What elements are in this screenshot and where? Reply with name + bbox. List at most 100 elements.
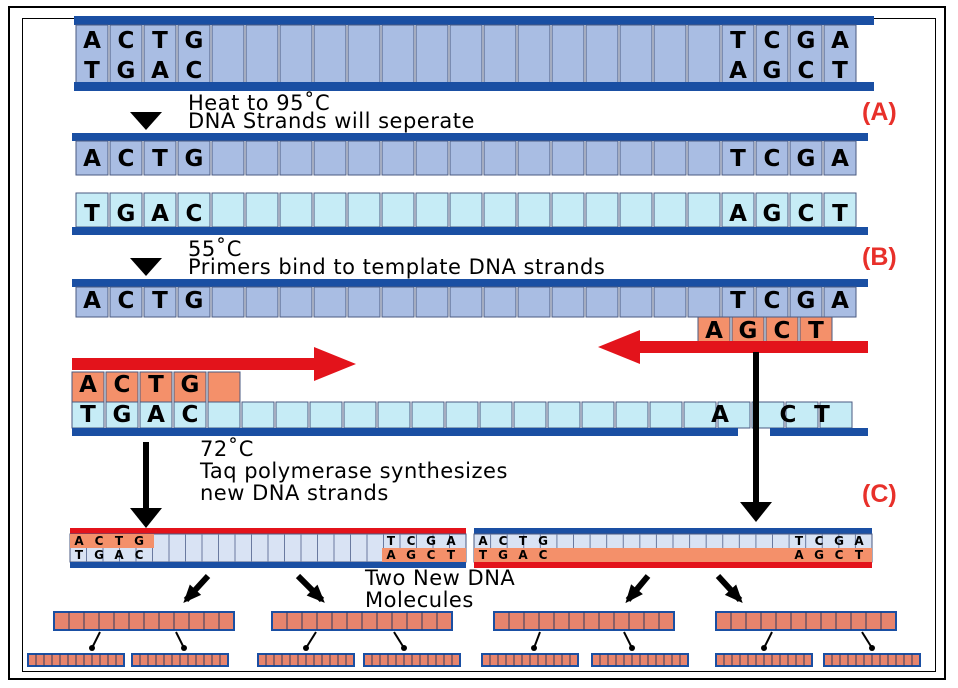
base-cell — [619, 286, 653, 318]
base-letter: G — [763, 58, 782, 84]
base-cell — [619, 192, 653, 228]
base-cell — [449, 286, 483, 318]
mini-base-letter: C — [815, 534, 824, 548]
base-cell — [551, 24, 585, 84]
base-cell — [177, 140, 211, 176]
base-cell — [211, 192, 245, 228]
base-cell — [513, 401, 547, 429]
base-letter: G — [797, 288, 816, 314]
base-letter: A — [831, 146, 849, 172]
step-c-arrow-left — [130, 508, 162, 528]
base-cell — [823, 24, 857, 84]
fourth-gen-molecule — [591, 653, 689, 667]
base-cell — [653, 140, 687, 176]
mini-backbone — [474, 562, 872, 568]
base-cell — [789, 286, 823, 318]
base-cell — [381, 140, 415, 176]
small-split-arrow-head — [303, 645, 309, 651]
mini-base-letter: C — [499, 534, 508, 548]
base-letter: C — [118, 28, 135, 54]
base-cell — [551, 286, 585, 318]
third-gen-molecule — [715, 611, 897, 631]
mini-base-letter: A — [518, 548, 528, 562]
base-cell — [347, 286, 381, 318]
base-cell — [755, 24, 789, 84]
base-cell — [211, 286, 245, 318]
step-c-arrow-right — [740, 502, 772, 522]
new-strand-highlight — [70, 534, 154, 548]
separated-top-backbone — [72, 133, 868, 141]
base-cell — [207, 371, 241, 403]
base-letter: C — [186, 201, 203, 227]
base-letter: T — [152, 28, 168, 54]
step-a-caption-line1: Heat to 95˚C — [188, 91, 331, 115]
base-cell — [551, 140, 585, 176]
primer-bottom-backbone — [72, 428, 738, 436]
base-cell — [143, 286, 177, 318]
base-cell — [479, 401, 513, 429]
base-cell — [615, 401, 649, 429]
base-cell — [211, 140, 245, 176]
base-letter: T — [832, 201, 848, 227]
base-cell — [445, 401, 479, 429]
base-cell — [211, 24, 245, 84]
base-letter: T — [832, 58, 848, 84]
primer-bottom-backbone-right — [770, 428, 868, 436]
base-cell — [619, 140, 653, 176]
base-letter: A — [79, 372, 97, 398]
small-split-arrow-head — [869, 645, 875, 651]
base-letter: A — [83, 146, 101, 172]
mini-base-letter: C — [835, 548, 844, 562]
base-cell — [653, 286, 687, 318]
mini-base-letter: T — [855, 548, 864, 562]
fourth-gen-molecule — [257, 653, 355, 667]
base-letter: T — [84, 58, 100, 84]
base-letter: T — [148, 372, 164, 398]
base-letter: A — [151, 58, 169, 84]
base-cell — [275, 401, 309, 429]
base-cell — [313, 286, 347, 318]
base-letter: C — [764, 28, 781, 54]
mini-base-letter: G — [814, 548, 824, 562]
result-caption-line2: Molecules — [365, 588, 474, 612]
base-letter: T — [84, 201, 100, 227]
base-letter: C — [118, 146, 135, 172]
base-letter: A — [147, 402, 165, 428]
mini-base-letter: C — [539, 548, 548, 562]
base-cell — [789, 192, 823, 228]
base-cell — [109, 24, 143, 84]
base-cell — [71, 371, 105, 403]
mini-base-letter: A — [386, 548, 396, 562]
mini-backbone — [70, 528, 466, 534]
base-cell — [687, 286, 721, 318]
primer-bottom-cells — [71, 401, 853, 429]
small-split-arrow-head — [531, 645, 537, 651]
base-cell — [241, 401, 275, 429]
base-cell — [721, 286, 755, 318]
base-cell — [143, 24, 177, 84]
base-cell — [483, 140, 517, 176]
base-letter: G — [185, 146, 204, 172]
base-cell — [109, 286, 143, 318]
result-caption-line1: Two New DNA — [365, 566, 516, 590]
fourth-gen-molecule — [481, 653, 579, 667]
base-cell — [483, 192, 517, 228]
mini-base-letter: C — [135, 548, 144, 562]
mini-base-letter: G — [406, 548, 416, 562]
mini-base-letter: T — [519, 534, 528, 548]
base-cell — [581, 401, 615, 429]
base-cell — [173, 401, 207, 429]
base-letter: G — [185, 28, 204, 54]
base-cell — [517, 286, 551, 318]
base-cell — [347, 24, 381, 84]
base-cell — [415, 140, 449, 176]
fourth-gen-molecule — [363, 653, 461, 667]
base-cell — [653, 192, 687, 228]
base-cell — [717, 401, 751, 429]
base-cell — [449, 192, 483, 228]
mini-base-letter: A — [114, 548, 124, 562]
mini-base-letter: G — [538, 534, 548, 548]
base-cell — [721, 140, 755, 176]
base-letter: C — [764, 146, 781, 172]
